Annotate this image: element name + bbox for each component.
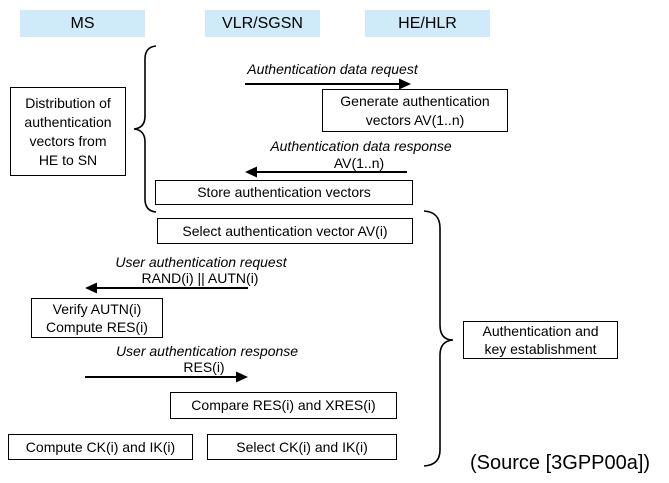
action-box-select-ck-ik: Select CK(i) and IK(i) [207,434,397,460]
phase-box-distribution: Distribution of authentication vectors f… [10,87,126,176]
entity-vlr-sgsn: VLR/SGSN [205,10,320,37]
action-line: Compute RES(i) [46,319,148,335]
action-line: Compare RES(i) and XRES(i) [191,397,376,413]
message-label-user-auth-request: User authentication request [115,254,287,270]
message-label-auth-data-response: Authentication data response [270,138,452,154]
brace-left-icon [133,45,157,213]
entity-ms: MS [20,10,145,37]
action-box-compare-res: Compare RES(i) and XRES(i) [170,392,397,419]
phase-line: vectors from [29,132,107,149]
message-label-user-auth-response: User authentication response [115,343,299,359]
action-line: Store authentication vectors [197,184,371,200]
phase-line: Authentication and [482,323,599,339]
action-box-compute-ck-ik: Compute CK(i) and IK(i) [8,434,193,460]
action-box-select-av: Select authentication vector AV(i) [157,218,413,244]
action-line: Compute CK(i) and IK(i) [25,438,176,455]
action-box-store-av: Store authentication vectors [155,180,413,205]
phase-line: HE to SN [38,151,98,168]
action-box-verify-autn: Verify AUTN(i) Compute RES(i) [31,298,163,338]
message-param-rand-autn: RAND(i) || AUTN(i) [141,270,259,286]
arrow-auth-data-request [245,78,411,90]
action-line: Select authentication vector AV(i) [182,222,388,239]
action-line: Verify AUTN(i) [52,301,142,317]
action-line: vectors AV(1..n) [365,111,465,128]
message-param-av: AV(1..n) [333,155,385,171]
action-line: Select CK(i) and IK(i) [236,438,368,455]
phase-line: authentication [24,113,112,130]
message-param-res: RES(i) [183,359,225,375]
source-citation: (Source [3GPP00a]) [470,452,651,474]
phase-box-auth-key-establishment: Authentication and key establishment [463,321,618,359]
action-box-generate-av: Generate authentication vectors AV(1..n) [322,89,508,132]
phase-line: Distribution of [25,94,111,111]
message-label-auth-data-request: Authentication data request [247,61,418,77]
action-line: Generate authentication [340,92,490,109]
phase-line: key establishment [484,341,597,357]
entity-he-hlr: HE/HLR [365,10,490,37]
brace-right-icon [423,210,454,467]
